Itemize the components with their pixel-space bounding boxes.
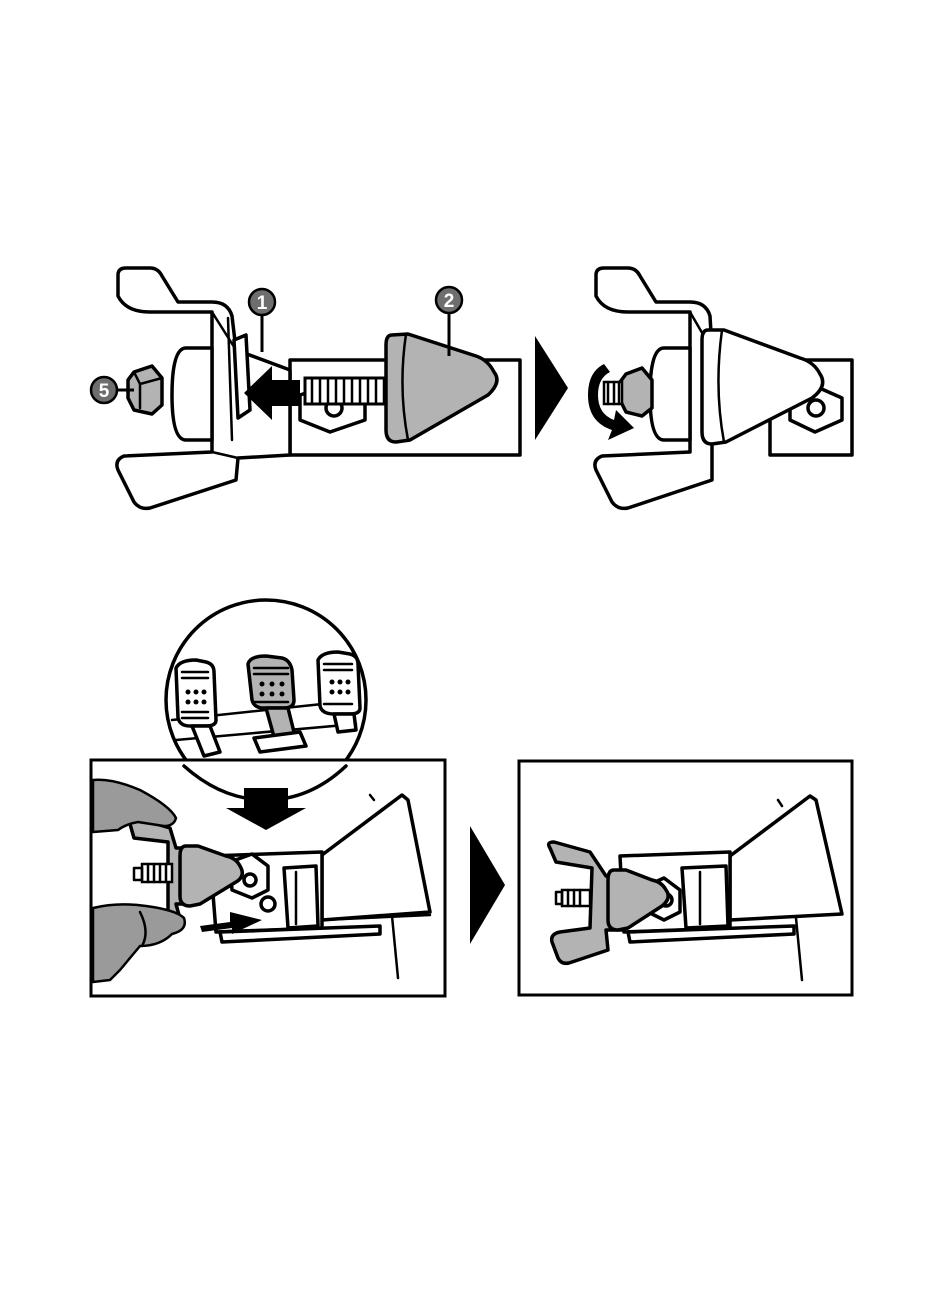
next-step-arrow-1 — [535, 336, 568, 440]
callout-5-label: 5 — [99, 381, 110, 402]
next-step-arrow-2 — [470, 826, 505, 944]
callout-2-label: 2 — [444, 291, 455, 312]
step3-mounting-panel — [91, 760, 445, 996]
step1-exploded-view: 1 2 5 — [91, 268, 520, 508]
step2-assembled-view — [588, 268, 852, 508]
step4-mounted-panel — [519, 761, 852, 995]
rear-washer — [172, 348, 212, 440]
threaded-bolt — [305, 378, 395, 404]
callout-1: 1 — [249, 289, 275, 352]
callout-1-label: 1 — [257, 293, 268, 314]
bracket-slot — [234, 335, 250, 418]
